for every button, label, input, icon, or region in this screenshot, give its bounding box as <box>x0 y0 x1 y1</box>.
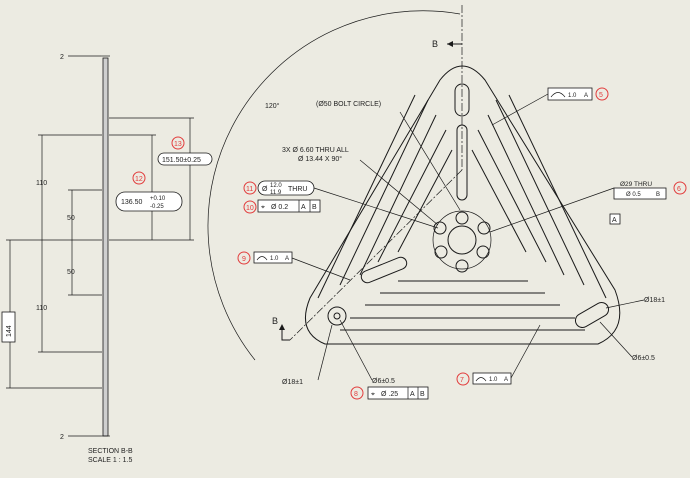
balloon-6[interactable] <box>673 181 687 195</box>
section-view[interactable]: 2 2 110 110 50 50 144 136.50 +0.10 -0.25… <box>1 54 213 464</box>
balloon-7-label: 7 <box>460 377 464 384</box>
datum-a: A <box>612 217 617 224</box>
dia-18-right: Ø18±1 <box>644 297 665 304</box>
svg-text:⌖: ⌖ <box>261 204 265 211</box>
gdt-5-tol: 1.0 <box>568 93 577 99</box>
angle-label: 120° <box>265 102 280 110</box>
dim-144: 144 <box>6 325 13 337</box>
angle-arc <box>207 10 461 361</box>
cut-label-bottom: B <box>272 316 278 326</box>
dim-151-box[interactable] <box>157 152 213 166</box>
section-title: SECTION B-B <box>88 448 133 455</box>
gdt-10-tol: Ø 0.2 <box>271 204 288 211</box>
balloon-11[interactable] <box>243 181 257 195</box>
balloon-8[interactable] <box>350 386 364 400</box>
gdt-6-ref: B <box>656 192 660 198</box>
balloon-12-label: 12 <box>135 176 143 183</box>
gdt-8-a: A <box>410 391 415 398</box>
dia-12-top: 12.0 <box>270 183 282 189</box>
dia-29-note: Ø29 THRU <box>620 181 652 188</box>
balloon-12[interactable] <box>132 171 146 185</box>
cut-label-top: B <box>432 39 438 49</box>
svg-text:⌖: ⌖ <box>371 391 375 398</box>
balloon-13-label: 13 <box>174 141 182 148</box>
gdt-10-a: A <box>301 204 306 211</box>
plate-outline[interactable] <box>305 65 621 345</box>
gdt-10-b: B <box>312 204 317 211</box>
dia-prefix: Ø <box>262 186 268 193</box>
gdt-9-tol: 1.0 <box>270 256 279 262</box>
dim-110-lower: 110 <box>36 305 47 312</box>
dia-12-suffix: THRU <box>288 186 307 193</box>
gdt-frame-6[interactable] <box>613 187 667 200</box>
balloon-11-label: 11 <box>246 186 253 193</box>
dia-12-bottom: 11.9 <box>270 190 282 196</box>
gdt-8-b: B <box>420 391 425 398</box>
center-bore[interactable] <box>447 225 477 255</box>
balloon-5[interactable] <box>595 87 609 101</box>
dim-151: 151.50±0.25 <box>162 157 201 164</box>
balloon-8-label: 8 <box>354 391 358 398</box>
dim-110-upper: 110 <box>36 180 47 187</box>
dim-136: 136.50 <box>121 199 143 206</box>
dim-136-box[interactable] <box>115 191 183 212</box>
dim-bottom-thickness: 2 <box>60 434 64 441</box>
section-scale: SCALE 1 : 1.5 <box>88 457 132 464</box>
plan-view[interactable]: B B 120° <box>207 5 687 400</box>
gdt-frame-7[interactable] <box>472 372 512 385</box>
holes-note-line2: Ø 13.44 X 90° <box>298 155 342 163</box>
balloon-10[interactable] <box>243 200 257 214</box>
gdt-frame-10[interactable] <box>257 199 321 213</box>
datum-a-box[interactable] <box>609 213 621 225</box>
balloon-5-label: 5 <box>599 92 603 99</box>
balloon-9[interactable] <box>237 251 251 265</box>
balloon-9-label: 9 <box>242 256 246 263</box>
balloon-10-label: 10 <box>246 205 254 212</box>
gdt-frame-9[interactable] <box>253 251 293 264</box>
gdt-7-tol: 1.0 <box>489 377 498 383</box>
balloon-13[interactable] <box>171 136 185 150</box>
balloon-7[interactable] <box>456 372 470 386</box>
dia-6-right: Ø6±0.5 <box>632 355 655 362</box>
left-corner-hole[interactable] <box>327 306 347 326</box>
dim-136-tol-minus: -0.25 <box>150 204 164 210</box>
gdt-8-tol: Ø .25 <box>381 391 398 398</box>
gdt-frame-8[interactable] <box>367 386 429 400</box>
dim-top-thickness: 2 <box>60 54 64 61</box>
gdt-7-ref: A <box>504 377 508 383</box>
holes-note-line1: 3X Ø 6.60 THRU ALL <box>282 147 349 154</box>
right-corner-slot[interactable] <box>573 300 611 330</box>
dia-6-bottom: Ø6±0.5 <box>372 378 395 385</box>
dia-18-left: Ø18±1 <box>282 379 303 386</box>
gdt-9-ref: A <box>285 256 289 262</box>
dim-50-lower: 50 <box>67 269 75 276</box>
dim-50-upper: 50 <box>67 215 75 222</box>
top-slot[interactable] <box>454 83 470 117</box>
bolt-circle-note: (Ø50 BOLT CIRCLE) <box>316 101 381 108</box>
section-plate-profile[interactable] <box>102 57 109 437</box>
gdt-6-tol: Ø 0.5 <box>626 192 641 198</box>
dim-136-tol-plus: +0.10 <box>150 196 166 202</box>
balloon-6-label: 6 <box>677 186 681 193</box>
gdt-5-ref: A <box>584 93 588 99</box>
